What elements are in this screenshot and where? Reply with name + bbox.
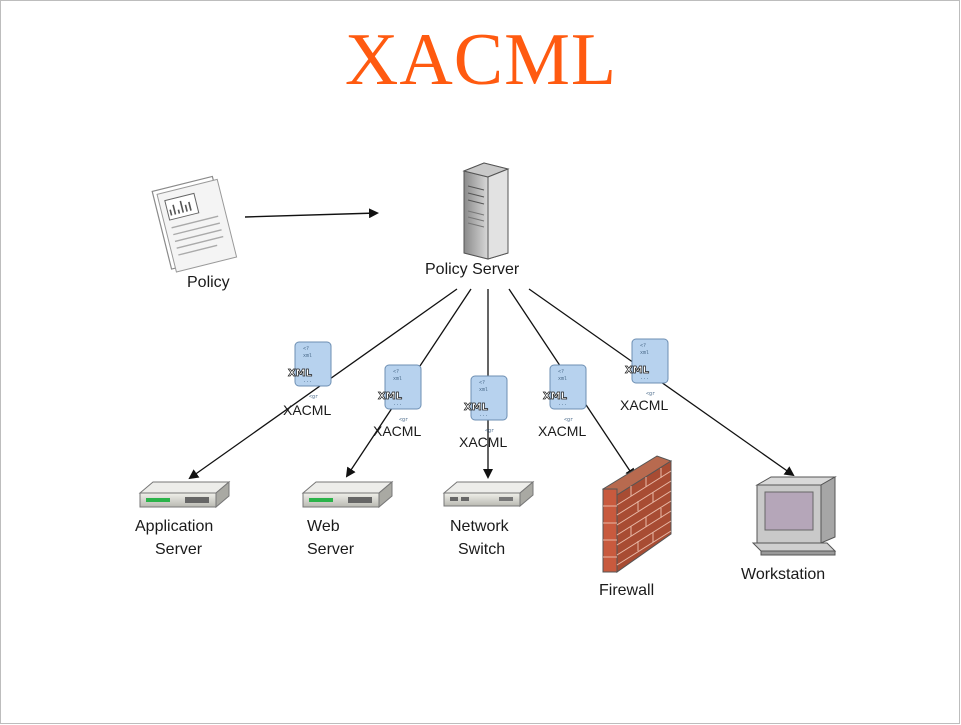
slide-title: XACML xyxy=(344,19,618,101)
svg-text:<?: <? xyxy=(303,346,309,352)
svg-text:<gr: <gr xyxy=(399,417,408,423)
network-switch-icon xyxy=(442,480,535,508)
firewall-icon xyxy=(601,455,673,573)
network-switch-label-2: Switch xyxy=(458,541,505,558)
policy-to-server-arrow xyxy=(244,208,379,219)
svg-text:<?: <? xyxy=(479,380,485,386)
web-server-icon xyxy=(301,480,394,509)
xml-doc-icon: <? xml ... XML <gr xyxy=(464,375,508,434)
svg-text:...: ... xyxy=(303,378,312,384)
xml-doc-icon: <? xml ... XML <gr xyxy=(543,364,587,423)
svg-text:<gr: <gr xyxy=(309,394,318,400)
policy-label: Policy xyxy=(187,274,230,291)
workstation-icon xyxy=(751,476,837,556)
xml-doc-icon: <? xml ... XML <gr xyxy=(378,364,422,423)
xacml-label: XACML xyxy=(459,434,507,450)
svg-text:xml: xml xyxy=(640,350,649,356)
svg-text:xml: xml xyxy=(558,376,567,382)
svg-text:...: ... xyxy=(558,401,567,407)
web-server-label-2: Server xyxy=(307,541,355,558)
application-server-icon xyxy=(138,480,231,509)
xacml-label: XACML xyxy=(283,402,331,418)
policy-document-icon xyxy=(151,175,238,273)
policy-server-label: Policy Server xyxy=(425,261,520,278)
application-server-label-2: Server xyxy=(155,541,203,558)
firewall-label: Firewall xyxy=(599,582,654,599)
svg-text:XML: XML xyxy=(625,365,650,376)
svg-text:<?: <? xyxy=(393,369,399,375)
svg-text:...: ... xyxy=(393,401,402,407)
svg-text:<?: <? xyxy=(558,369,564,375)
web-server-label: Web xyxy=(307,518,340,535)
svg-text:xml: xml xyxy=(303,353,312,359)
svg-text:<gr: <gr xyxy=(485,428,494,434)
xml-doc-icon: <? xml ... XML <gr xyxy=(625,338,669,397)
workstation-label: Workstation xyxy=(741,566,825,583)
svg-text:xml: xml xyxy=(479,387,488,393)
policy-server-icon xyxy=(462,162,510,260)
svg-text:...: ... xyxy=(640,375,649,381)
svg-text:xml: xml xyxy=(393,376,402,382)
svg-text:<?: <? xyxy=(640,343,646,349)
svg-text:XML: XML xyxy=(378,391,403,402)
network-switch-label: Network xyxy=(450,518,510,535)
svg-text:<gr: <gr xyxy=(564,417,573,423)
xacml-label: XACML xyxy=(538,423,586,439)
xml-doc-icon: <? xml ... XML <gr xyxy=(288,341,332,400)
svg-text:XML: XML xyxy=(288,368,313,379)
svg-text:XML: XML xyxy=(543,391,568,402)
xacml-label: XACML xyxy=(620,397,668,413)
svg-text:XML: XML xyxy=(464,402,489,413)
xacml-label: XACML xyxy=(373,423,421,439)
svg-text:...: ... xyxy=(479,412,488,418)
svg-text:<gr: <gr xyxy=(646,391,655,397)
application-server-label: Application xyxy=(135,518,213,535)
